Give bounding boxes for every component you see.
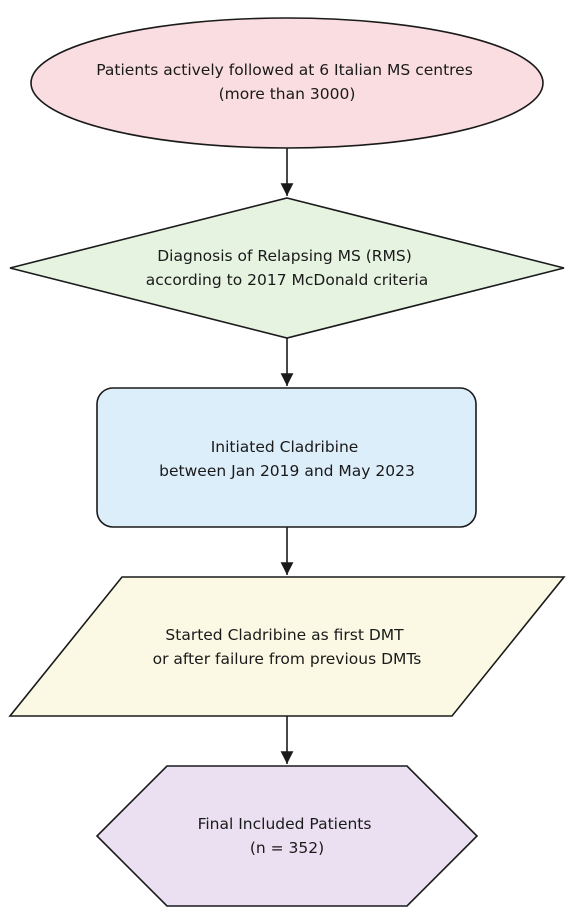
node-started-cladribine: Started Cladribine as first DMT or after…: [8, 576, 566, 717]
node-final-patients-line-2: (n = 352): [250, 839, 324, 857]
svg-text:Patients actively followed at: Patients actively followed at 6 Italian …: [96, 61, 478, 103]
node-patients-followed-line-1: Patients actively followed at 6 Italian …: [96, 61, 473, 79]
node-final-patients: Final Included Patients (n = 352): [95, 765, 479, 907]
svg-text:Final Included Patients: Final Included Patients (n = 352): [198, 815, 377, 857]
parallelogram-shape: [8, 576, 566, 717]
node-initiated-cladribine-line-1: Initiated Cladribine: [211, 438, 359, 456]
rounded-rectangle-shape: [96, 387, 477, 528]
node-final-patients-line-1: Final Included Patients: [198, 815, 372, 833]
node-patients-followed-line-2: (more than 3000): [219, 85, 356, 103]
node-rms-diagnosis: Diagnosis of Relapsing MS (RMS) accordin…: [9, 197, 565, 339]
node-initiated-cladribine-line-2: between Jan 2019 and May 2023: [159, 462, 415, 480]
node-patients-followed: Patients actively followed at 6 Italian …: [30, 17, 544, 149]
svg-text:Diagnosis of Relapsing MS (RMS: Diagnosis of Relapsing MS (RMS) accordin…: [146, 247, 428, 289]
ellipse-shape: [30, 17, 544, 149]
node-initiated-cladribine: Initiated Cladribine between Jan 2019 an…: [96, 387, 477, 528]
node-started-cladribine-line-2: or after failure from previous DMTs: [153, 650, 422, 668]
node-rms-diagnosis-line-1: Diagnosis of Relapsing MS (RMS): [157, 247, 412, 265]
diamond-shape: [9, 197, 565, 339]
hexagon-shape: [95, 765, 479, 907]
svg-text:Initiated Cladribine bet: Initiated Cladribine between Jan 2019 an…: [159, 438, 415, 480]
node-started-cladribine-line-1: Started Cladribine as first DMT: [165, 626, 404, 644]
node-rms-diagnosis-line-2: according to 2017 McDonald criteria: [146, 271, 428, 289]
svg-text:Started Cladribine as first DM: Started Cladribine as first DMT or after…: [153, 626, 422, 668]
